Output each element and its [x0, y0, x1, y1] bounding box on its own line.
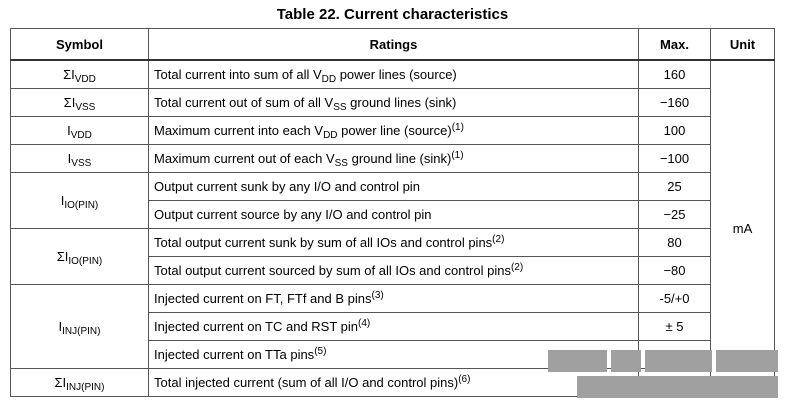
- rating-text-part: power line (source): [337, 123, 452, 138]
- rating-cell: Total injected current (sum of all I/O a…: [148, 368, 639, 397]
- symbol-cell: IIO(PIN): [10, 172, 149, 229]
- redaction-block: [577, 376, 778, 398]
- max-cell: −25: [638, 200, 711, 229]
- header-symbol: Symbol: [10, 28, 149, 61]
- header-unit: Unit: [710, 28, 775, 61]
- rating-text-part: (3): [371, 290, 384, 301]
- rating-cell: Total output current sunk by sum of all …: [148, 228, 639, 257]
- symbol-cell: IVSS: [10, 144, 149, 173]
- rating-text-part: (6): [458, 374, 471, 385]
- rating-text-part: (4): [358, 318, 371, 329]
- table-row: ΣIVSS Total current out of sum of all VS…: [10, 88, 775, 117]
- symbol-cell: IVDD: [10, 116, 149, 145]
- table-row: ΣIIO(PIN) Total output current sunk by s…: [10, 228, 775, 285]
- rating-text-part: Total injected current (sum of all I/O a…: [154, 375, 459, 390]
- rating-text-part: ground line (sink): [347, 151, 452, 166]
- rating-text-part: DD: [321, 74, 337, 85]
- rating-text-part: (1): [451, 122, 464, 133]
- rating-text-part: (2): [492, 234, 505, 245]
- max-cell: -5/+0: [638, 284, 711, 313]
- rating-text-part: Total output current sunk by sum of all …: [154, 235, 493, 250]
- symbol-cell: ΣIIO(PIN): [10, 228, 149, 285]
- max-cell: 100: [638, 116, 711, 145]
- max-cell: −80: [638, 256, 711, 285]
- rating-text-part: Output current sunk by any I/O and contr…: [154, 179, 420, 194]
- rating-cell: Total output current sourced by sum of a…: [148, 256, 639, 285]
- rating-text-part: SS: [334, 158, 348, 169]
- rating-cell: Injected current on FT, FTf and B pins(3…: [148, 284, 639, 313]
- rating-text-part: power lines (source): [336, 67, 457, 82]
- redaction-block: [716, 350, 778, 372]
- rating-cell: Total current into sum of all VDD power …: [148, 59, 639, 89]
- rating-text-part: Maximum current into each V: [154, 123, 324, 138]
- rating-text-part: Total current into sum of all V: [154, 67, 322, 82]
- table-row: IVSS Maximum current out of each VSS gro…: [10, 144, 775, 173]
- rating-cell: Total current out of sum of all VSS grou…: [148, 88, 639, 117]
- symbol-cell: ΣIVSS: [10, 88, 149, 117]
- rating-text-part: (2): [510, 262, 524, 273]
- rating-text-part: Total current out of sum of all V: [154, 95, 334, 110]
- symbol-cell: ΣIVDD: [10, 59, 149, 89]
- max-cell: 80: [638, 228, 711, 257]
- rating-cell: Output current source by any I/O and con…: [148, 200, 639, 229]
- rating-cell: Maximum current out of each VSS ground l…: [148, 144, 639, 173]
- max-cell: 160: [638, 59, 711, 89]
- max-cell: ± 5: [638, 312, 711, 341]
- redaction-block: [611, 350, 641, 372]
- table-row: IIO(PIN) Output current sunk by any I/O …: [10, 172, 775, 229]
- rating-cell: Output current sunk by any I/O and contr…: [148, 172, 639, 201]
- max-cell: 25: [638, 172, 711, 201]
- table-row: Injected current on TC and RST pin(4) ± …: [11, 312, 775, 341]
- redaction-block: [548, 350, 607, 372]
- rating-text-part: SS: [333, 102, 347, 113]
- rating-text-part: Injected current on TC and RST pin: [154, 319, 359, 334]
- rating-text-part: Injected current on TTa pins: [154, 347, 315, 362]
- header-max: Max.: [638, 28, 711, 61]
- rating-cell: Maximum current into each VDD power line…: [148, 116, 639, 145]
- table-title: Table 22. Current characteristics: [276, 6, 509, 23]
- rating-text-part: Injected current on FT, FTf and B pins: [154, 291, 372, 306]
- table-row: ΣIINJ(PIN) Total injected current (sum o…: [10, 368, 775, 397]
- rating-cell: Injected current on TC and RST pin(4): [148, 312, 639, 341]
- rating-text-part: DD: [323, 130, 338, 141]
- rating-text-part: Maximum current out of each V: [154, 151, 335, 166]
- table-row: ΣIVDD Total current into sum of all VDD …: [10, 59, 775, 397]
- rating-text-part: (5): [314, 346, 327, 357]
- header-row: Symbol Ratings Max. Unit: [10, 28, 775, 61]
- rating-text-part: ground lines (sink): [346, 95, 457, 110]
- rating-text-part: Total output current sourced by sum of a…: [154, 263, 511, 278]
- symbol-cell: IINJ(PIN): [10, 284, 149, 369]
- header-ratings: Ratings: [148, 28, 639, 61]
- table-row: IVDD Maximum current into each VDD power…: [10, 116, 775, 145]
- rating-text-part: (1): [451, 150, 464, 161]
- max-cell: −160: [638, 88, 711, 117]
- symbol-cell: ΣIINJ(PIN): [10, 368, 149, 397]
- current-characteristics-table: Symbol Ratings Max. Unit ΣIVDD Total cur…: [10, 28, 775, 397]
- table-row: Output current source by any I/O and con…: [11, 200, 775, 229]
- rating-text-part: Output current source by any I/O and con…: [154, 207, 432, 222]
- table-row: IINJ(PIN) Injected current on FT, FTf an…: [10, 284, 775, 369]
- redaction-block: [645, 350, 712, 372]
- max-cell: −100: [638, 144, 711, 173]
- unit-cell: mA: [710, 59, 775, 397]
